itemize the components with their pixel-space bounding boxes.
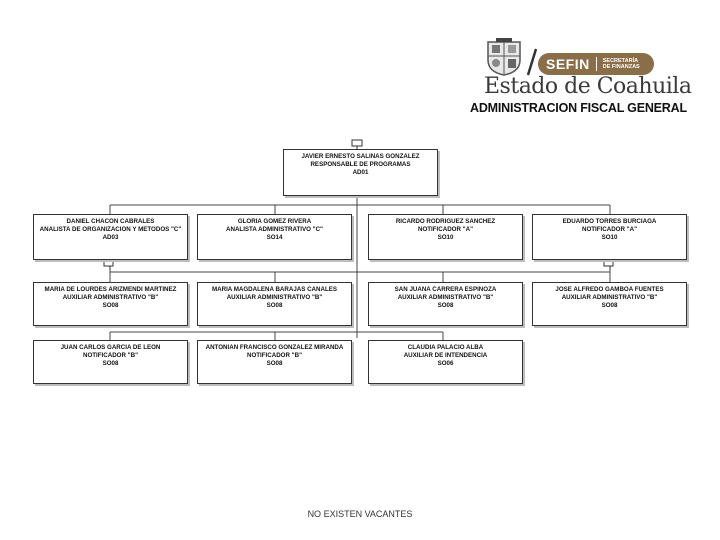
- employee-code: SO08: [601, 302, 618, 309]
- sefin-logo: SEFIN SECRETARÍA DE FINANZAS: [538, 53, 654, 75]
- sefin-divider: [595, 57, 597, 71]
- employee-name: RICARDO RODRIGUEZ SANCHEZ: [395, 218, 496, 225]
- org-box: JOSE ALFREDO GAMBOA FUENTES AUXILIAR ADM…: [532, 282, 687, 326]
- employee-title: AUXILIAR ADMINISTRATIVO "B": [226, 294, 323, 301]
- coahuila-crest-icon: [487, 38, 521, 76]
- employee-title: NOTIFICADOR "B": [246, 352, 303, 359]
- employee-code: SO10: [601, 234, 618, 241]
- flag-marker-icon: [103, 260, 114, 270]
- org-box: GLORIA GOMEZ RIVERA ANALISTA ADMINISTRAT…: [197, 214, 352, 260]
- org-box: JUAN CARLOS GARCIA DE LEON NOTIFICADOR "…: [33, 340, 188, 384]
- org-box: MARIA MAGDALENA BARAJAS CANALES AUXILIAR…: [197, 282, 352, 326]
- employee-code: SO08: [266, 360, 283, 367]
- employee-title: NOTIFICADOR "A": [581, 226, 638, 233]
- vacancy-note: NO EXISTEN VACANTES: [307, 509, 413, 519]
- org-box-root: JAVIER ERNESTO SALINAS GONZALEZ RESPONSA…: [283, 149, 438, 196]
- state-title: Estado de Coahuila: [484, 74, 692, 99]
- employee-title: AUXILIAR ADMINISTRATIVO "B": [62, 294, 159, 301]
- employee-title: ANALISTA DE ORGANIZACION Y METODOS "C": [39, 226, 182, 233]
- employee-name: JAVIER ERNESTO SALINAS GONZALEZ: [301, 153, 420, 160]
- employee-code: AD03: [102, 234, 119, 241]
- employee-title: NOTIFICADOR "A": [417, 226, 474, 233]
- sefin-brand-text: SEFIN: [546, 56, 590, 72]
- org-box: CLAUDIA PALACIO ALBA AUXILIAR DE INTENDE…: [368, 340, 523, 384]
- org-box: MARIA DE LOURDES ARIZMENDI MARTINEZ AUXI…: [33, 282, 188, 326]
- employee-code: SO14: [266, 234, 283, 241]
- sefin-subtitle: SECRETARÍA DE FINANZAS: [603, 58, 640, 70]
- employee-code: SO08: [102, 360, 119, 367]
- employee-name: JUAN CARLOS GARCIA DE LEON: [60, 344, 161, 351]
- employee-name: DANIEL CHACON CABRALES: [66, 218, 155, 225]
- employee-title: RESPONSABLE DE PROGRAMAS: [310, 161, 411, 168]
- employee-name: ANTONIAN FRANCISCO GONZALEZ MIRANDA: [205, 344, 344, 351]
- employee-code: AD01: [352, 169, 369, 176]
- employee-title: AUXILIAR DE INTENDENCIA: [403, 352, 488, 359]
- employee-title: ANALISTA ADMINISTRATIVO "C": [226, 226, 323, 233]
- org-box: ANTONIAN FRANCISCO GONZALEZ MIRANDA NOTI…: [197, 340, 352, 384]
- org-box: DANIEL CHACON CABRALES ANALISTA DE ORGAN…: [33, 214, 188, 260]
- employee-name: MARIA MAGDALENA BARAJAS CANALES: [211, 286, 337, 293]
- employee-name: EDUARDO TORRES BURCIAGA: [562, 218, 657, 225]
- employee-title: AUXILIAR ADMINISTRATIVO "B": [561, 294, 658, 301]
- org-box: RICARDO RODRIGUEZ SANCHEZ NOTIFICADOR "A…: [368, 214, 523, 260]
- sefin-sub-line-2: DE FINANZAS: [602, 64, 640, 70]
- employee-code: SO06: [437, 360, 454, 367]
- employee-name: MARIA DE LOURDES ARIZMENDI MARTINEZ: [44, 286, 177, 293]
- employee-code: SO08: [102, 302, 119, 309]
- employee-code: SO10: [437, 234, 454, 241]
- employee-name: CLAUDIA PALACIO ALBA: [407, 344, 484, 351]
- employee-name: JOSE ALFREDO GAMBOA FUENTES: [555, 286, 664, 293]
- sefin-sub-line-1: SECRETARÍA: [602, 58, 639, 64]
- employee-title: NOTIFICADOR "B": [82, 352, 139, 359]
- employee-code: SO08: [437, 302, 454, 309]
- employee-title: AUXILIAR ADMINISTRATIVO "B": [397, 294, 494, 301]
- slash-divider-icon: [527, 48, 537, 76]
- org-box: EDUARDO TORRES BURCIAGA NOTIFICADOR "A" …: [532, 214, 687, 260]
- employee-code: SO08: [266, 302, 283, 309]
- flag-marker-icon: [603, 260, 614, 270]
- employee-name: GLORIA GOMEZ RIVERA: [237, 218, 312, 225]
- agency-title: ADMINISTRACION FISCAL GENERAL: [470, 101, 687, 115]
- org-box: SAN JUANA CARRERA ESPINOZA AUXILIAR ADMI…: [368, 282, 523, 326]
- employee-name: SAN JUANA CARRERA ESPINOZA: [394, 286, 497, 293]
